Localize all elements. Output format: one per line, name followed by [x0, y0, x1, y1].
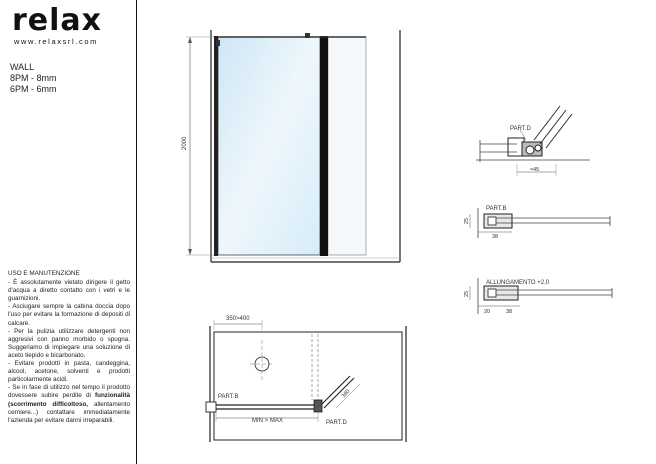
dimension-min-max: MIN > MAX [252, 418, 283, 424]
warning-text-bold: funzionalità (scorrimento difficoltoso, [8, 392, 130, 408]
maintenance-section: USO E MANUTENZIONE - È assolutamente vie… [8, 270, 130, 425]
dimension-38-extension: 38 [506, 309, 512, 315]
dimension-360: 360 [341, 388, 352, 399]
label-part-b-detail: PART.B [486, 206, 506, 212]
maintenance-item: - Evitare prodotti in pasta, candeggina,… [8, 360, 130, 384]
plan-view: 350>400 PART.B MIN > MAX PART.D 360 [205, 316, 407, 442]
detail-part-b: PART.B 38 25 [464, 206, 611, 240]
glass-panel-return [327, 36, 367, 256]
dimension-350-400: 350>400 [226, 316, 250, 322]
warning-text-start: - Se in fase di utilizzo nel tempo il pr… [8, 384, 130, 400]
warning-text-end: allentamento cerniere...) contattare imm… [8, 400, 131, 424]
label-part-d-plan: PART.D [326, 420, 347, 426]
product-info: WALL 8PM - 8mm 6PM - 6mm [10, 62, 57, 95]
hinge-profile [320, 36, 328, 256]
maintenance-item-warning: - Se in fase di utilizzo nel tempo il pr… [8, 384, 130, 424]
maintenance-item: - È assolutamente vietato dirigere il ge… [8, 279, 130, 303]
sidebar-panel: relax www.relaxsrl.com WALL 8PM - 8mm 6P… [0, 0, 137, 464]
maintenance-item: - Per la pulizia utilizzare detergenti n… [8, 327, 130, 359]
detail-extension: ALLUNGAMENTO +2,0 20 38 25 [464, 278, 613, 315]
dimension-38-part-b: 38 [492, 234, 498, 240]
product-variant-6mm: 6PM - 6mm [10, 84, 57, 94]
glass-panel-main [217, 36, 321, 256]
product-name: WALL [10, 62, 35, 72]
website-url: www.relaxsrl.com [14, 37, 98, 46]
wall-profile [214, 36, 218, 256]
front-elevation: 2000 [182, 30, 401, 263]
dimension-20: 20 [484, 309, 490, 315]
label-part-d-detail: PART.D [510, 126, 531, 132]
height-dimension: 2000 [182, 136, 188, 150]
brand-logo: relax [12, 6, 122, 42]
label-allungamento: ALLUNGAMENTO +2,0 [486, 280, 550, 286]
label-part-b-plan: PART.B [218, 394, 238, 400]
maintenance-title: USO E MANUTENZIONE [8, 270, 80, 277]
dimension-45: ≈45 [530, 167, 539, 173]
dimension-25-extension: 25 [464, 291, 470, 297]
detail-part-d: PART.D ≈45 [476, 105, 590, 176]
logo-wordmark: relax [12, 3, 103, 38]
dimension-25-part-b: 25 [464, 218, 470, 224]
product-variant-8mm: 8PM - 8mm [10, 73, 57, 83]
maintenance-item: - Asciugare sempre la cabina doccia dopo… [8, 303, 130, 327]
